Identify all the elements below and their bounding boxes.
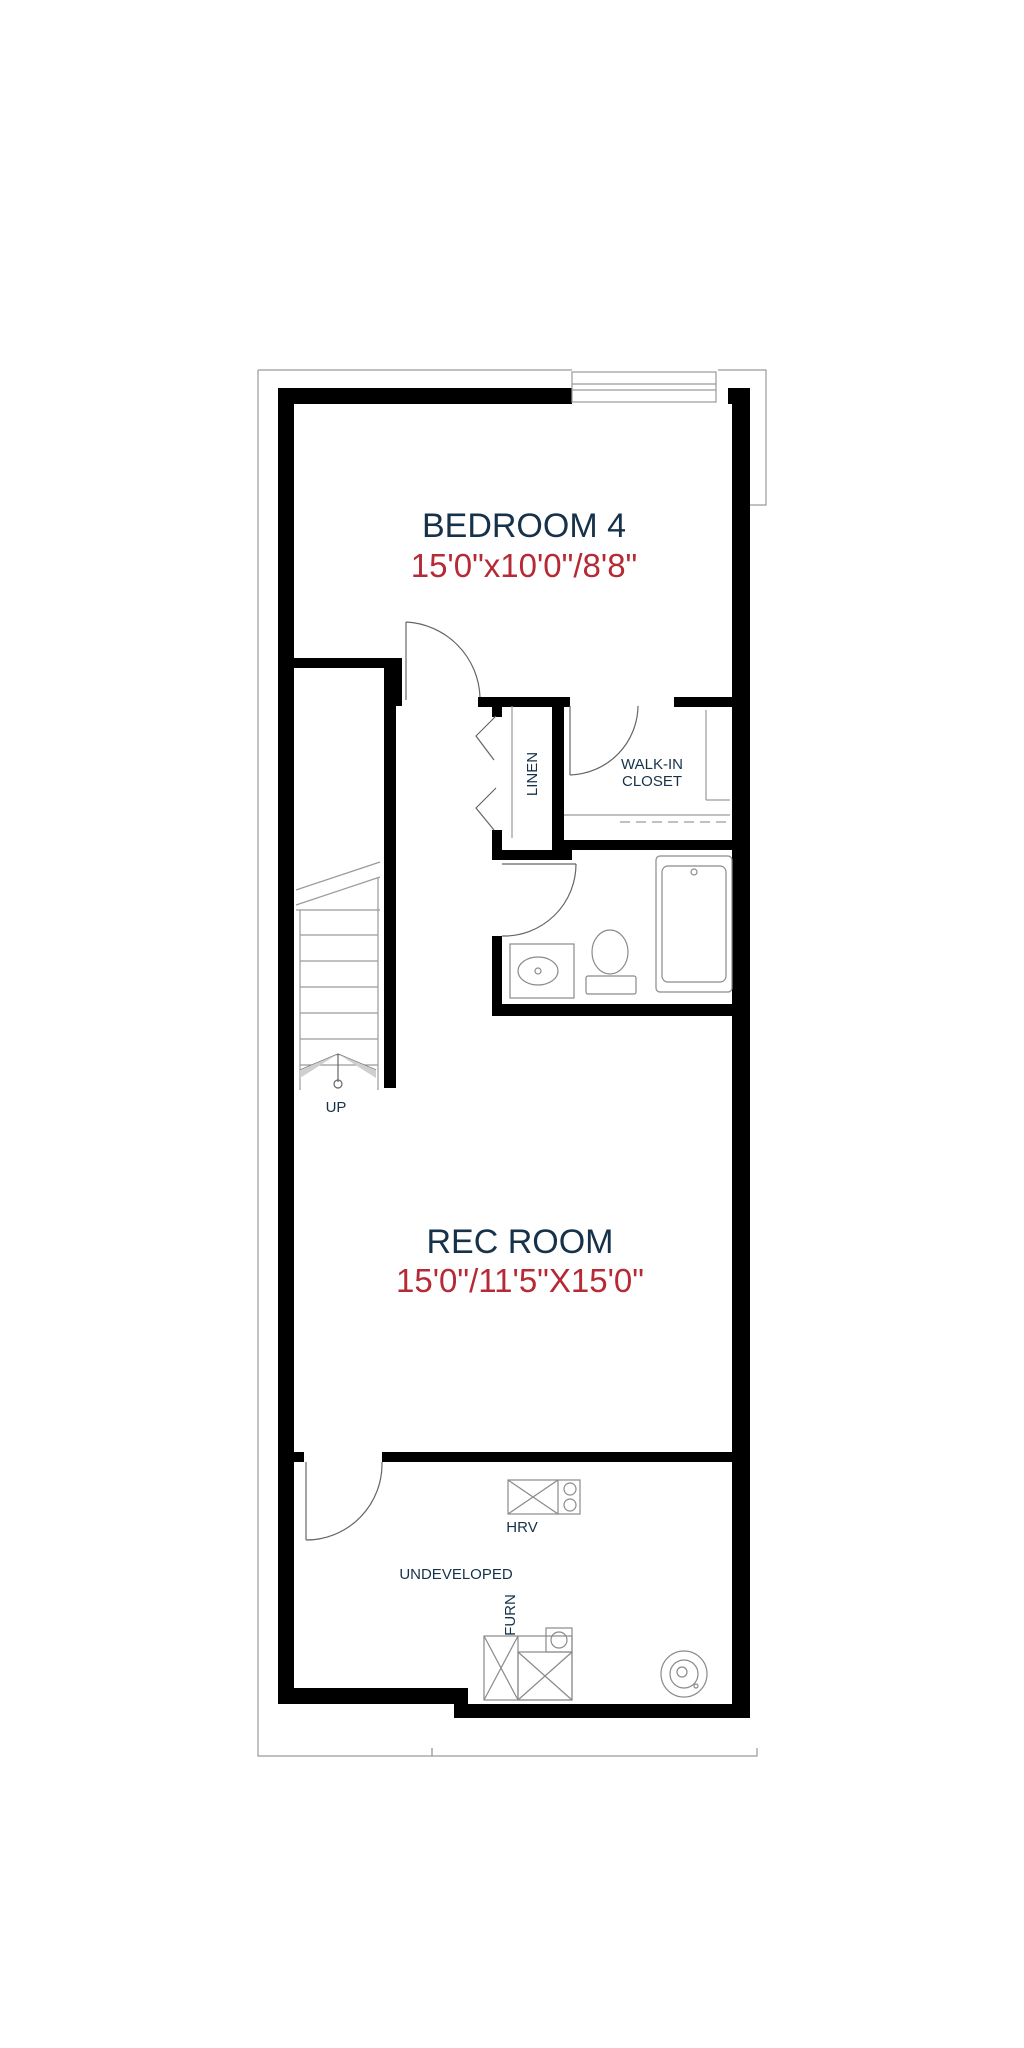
bathroom-fixtures [509, 855, 733, 999]
walk-in-closet-label-line2: CLOSET [622, 773, 682, 790]
walk-in-closet-label-line1: WALK-IN [621, 756, 683, 773]
linen-label: LINEN [524, 752, 541, 796]
mechanical-equipment [483, 1479, 708, 1701]
staircase [295, 861, 381, 1090]
undeveloped-label: UNDEVELOPED [399, 1566, 513, 1583]
furnace-label: FURN [502, 1594, 519, 1636]
hrv-label: HRV [506, 1519, 537, 1536]
property-outline [257, 369, 767, 1757]
rec-room-dimensions: 15'0"/11'5"X15'0" [396, 1262, 644, 1299]
stairs-up-label: UP [326, 1099, 347, 1116]
rec-room-name: REC ROOM [427, 1223, 614, 1261]
bedroom-4-dimensions: 15'0"x10'0"/8'8" [411, 547, 638, 584]
closet-shelving [564, 710, 730, 823]
exterior-walls [278, 388, 750, 1718]
doors [305, 621, 639, 1541]
bedroom-4-name: BEDROOM 4 [422, 507, 626, 545]
interior-walls [278, 658, 748, 1462]
bedroom-window [571, 371, 717, 403]
